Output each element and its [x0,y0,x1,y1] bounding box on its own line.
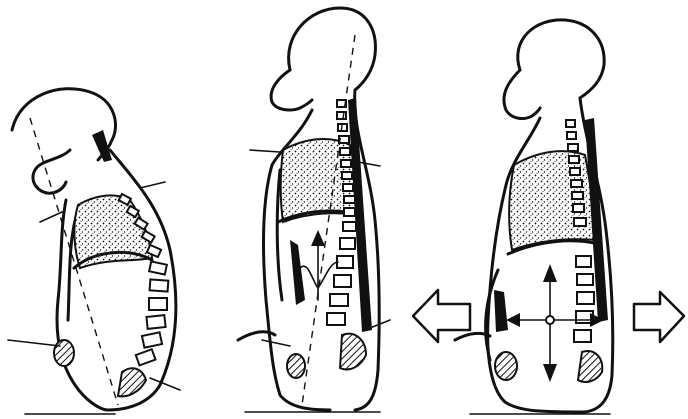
tick-line-c [262,340,290,346]
up-arrow-head [311,230,325,246]
panel-upright [238,8,390,412]
panel-slumped [8,89,180,414]
head-outline [289,8,376,90]
panel-expanded [455,20,613,414]
abdomen-dark-left [494,290,508,332]
sacrum [578,351,602,382]
tick-line-c [8,340,60,346]
face-outline [504,70,540,118]
arrow-left-head [506,313,520,327]
head-outline [518,20,604,98]
pubic-bone [495,352,517,380]
pubic-bone [54,340,74,366]
arrow-up-head [543,264,557,282]
sacrum [340,334,366,370]
pubic-bone [287,354,305,378]
tick-line-b [358,162,380,166]
tick-line-a [250,150,280,152]
left-expansion-arrow [413,290,470,342]
sacrum [118,368,146,396]
abdomen-dark-left [290,240,305,305]
tick-line-d [150,378,180,390]
tick-line-a [40,212,62,222]
arrow-down-head [543,364,557,382]
lung [74,195,152,268]
tick-line-b [140,182,165,188]
right-expansion-arrow [634,292,684,342]
lung [509,151,596,250]
face-outline [271,70,312,110]
